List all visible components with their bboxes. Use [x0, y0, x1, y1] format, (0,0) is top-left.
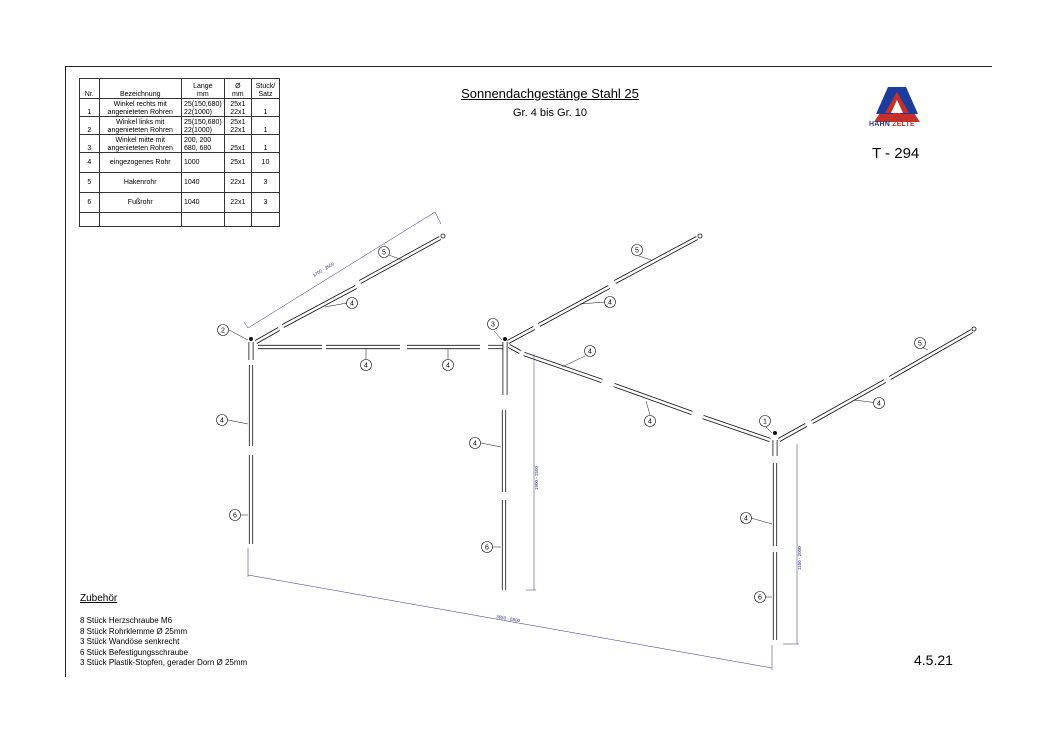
- svg-text:3: 3: [491, 322, 495, 329]
- logo-word-zelte: ZELTE: [892, 121, 915, 128]
- cell-qty: [250, 212, 281, 227]
- leader-lines: [227, 254, 929, 598]
- accessories-title: Zubehör: [80, 593, 118, 604]
- svg-text:4: 4: [744, 516, 748, 523]
- svg-text:4: 4: [350, 301, 354, 308]
- drawing-frame: [65, 66, 992, 677]
- list-item: 3 Stück Wandöse senkrecht: [80, 637, 180, 646]
- table-header-row: Nr. Bezeichnung Lange mm Ø mm Stuck/ Sat…: [79, 78, 281, 99]
- cell-name: Winkel rechts mit angenieteten Rohren: [98, 98, 182, 117]
- svg-text:5: 5: [635, 248, 639, 255]
- parts-table: Nr. Bezeichnung Lange mm Ø mm Stuck/ Sat…: [79, 78, 281, 227]
- bubble-4-mid-diag-a: 4: [584, 345, 596, 357]
- cell-name: eingezogenes Rohr: [98, 152, 182, 173]
- left-roof-pole-short: [254, 327, 281, 344]
- svg-text:4: 4: [608, 300, 612, 307]
- drawing-subtitle: Gr. 4 bis Gr. 10: [513, 107, 587, 119]
- cell-qty: 1: [250, 116, 281, 135]
- hahn-zelte-logo: [874, 87, 920, 122]
- list-item: 6 Stück Befestigungsschraube: [80, 647, 189, 657]
- bubble-4-horiz-a: 4: [360, 359, 372, 371]
- bubble-5-right: 5: [914, 337, 926, 349]
- svg-text:4: 4: [648, 419, 652, 426]
- svg-text:4: 4: [473, 441, 477, 448]
- list-item: 8 Stück Herzschraube M6: [80, 616, 173, 625]
- corner-screws: [249, 337, 777, 435]
- bubble-2: 2: [217, 324, 229, 336]
- logo-word-hahn: HAHN: [869, 121, 891, 128]
- svg-text:5: 5: [918, 341, 922, 348]
- svg-text:4: 4: [446, 363, 450, 370]
- bubble-3: 3: [487, 318, 499, 330]
- table-row: [79, 212, 281, 227]
- drawing-number: T - 294: [872, 145, 920, 162]
- logo-text: HAHN ZELTE: [869, 121, 915, 128]
- bubble-6-left: 6: [229, 509, 241, 521]
- left-roof-pole-4: [282, 285, 357, 328]
- middle-vertical-poles: [501, 342, 508, 590]
- drawing-date: 4.5.21: [914, 652, 953, 668]
- list-item: 3 Stück Plastik-Stopfen, gerader Dorn Ø …: [80, 658, 248, 667]
- bubble-4-mid-diag-b: 4: [644, 415, 656, 427]
- dim-mid-height: 1900 - 2500: [534, 465, 539, 490]
- svg-text:2: 2: [221, 328, 225, 335]
- svg-text:4: 4: [220, 418, 224, 425]
- dim-right-height: 1100 - 2000: [797, 546, 802, 570]
- bubble-4-mid-roof: 4: [604, 296, 616, 308]
- bubble-6-right: 6: [754, 591, 766, 603]
- hook-ends: [440, 233, 977, 332]
- bubble-5-mid: 5: [631, 244, 643, 256]
- right-roof-poles: [777, 329, 974, 442]
- bubble-6-mid: 6: [481, 541, 493, 553]
- svg-text:5: 5: [382, 250, 386, 257]
- cell-diameter: [223, 212, 252, 227]
- dimension-lines: [243, 211, 799, 670]
- middle-diagonal-poles: [507, 344, 771, 442]
- bubble-4-left-roof: 4: [346, 297, 358, 309]
- col-name: Bezeichnung: [98, 78, 182, 99]
- bubble-4-horiz-b: 4: [442, 359, 454, 371]
- number-bubbles: 5 4 2 4 4 4 6 3 5 4 4 4 4 6 1 5 4 4 6: [216, 244, 926, 603]
- left-roof-pole-5: [358, 236, 442, 284]
- dim-width: 3650 - 6800: [496, 614, 521, 623]
- svg-text:4: 4: [364, 363, 368, 370]
- cell-name: [98, 212, 182, 227]
- middle-roof-poles: [507, 236, 698, 344]
- svg-text:6: 6: [758, 595, 762, 602]
- svg-text:4: 4: [588, 349, 592, 356]
- drawing-title: Sonnendachgestänge Stahl 25: [461, 86, 639, 101]
- svg-text:6: 6: [233, 513, 237, 520]
- bubble-4-right-roof: 4: [873, 397, 885, 409]
- bubble-4-mid-vert: 4: [469, 437, 481, 449]
- svg-text:4: 4: [877, 401, 881, 408]
- list-item: 8 Stück Rohrklemme Ø 25mm: [80, 626, 188, 636]
- dim-roof: 1700 - 2500: [312, 261, 336, 278]
- bubble-5-left: 5: [378, 246, 390, 258]
- bubble-4-left-vert: 4: [216, 414, 228, 426]
- svg-text:1: 1: [763, 419, 767, 426]
- bubble-1: 1: [759, 415, 771, 427]
- svg-text:6: 6: [485, 545, 489, 552]
- bubble-4-right-vert: 4: [740, 512, 752, 524]
